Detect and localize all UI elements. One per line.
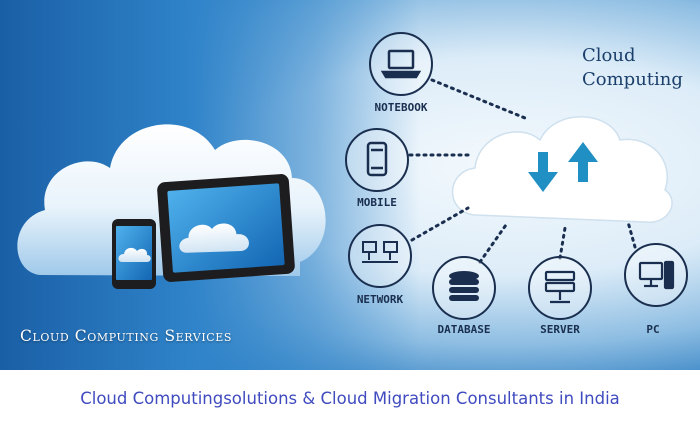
central-cloud-graphic xyxy=(451,116,673,223)
server-label: SERVER xyxy=(540,323,580,336)
tablet-graphic xyxy=(157,174,295,282)
pc-icon xyxy=(638,260,675,290)
banner-artwork xyxy=(17,32,688,320)
network-label: NETWORK xyxy=(356,293,404,306)
mobile-icon-circle xyxy=(345,128,409,192)
cloud-title-line1: Cloud xyxy=(582,45,636,66)
connector-lines xyxy=(408,78,637,264)
pc-label: PC xyxy=(646,323,660,336)
cloud-title-line2: Computing xyxy=(582,69,683,90)
notebook-icon xyxy=(380,49,422,79)
server-icon xyxy=(544,270,576,304)
database-label: DATABASE xyxy=(437,323,491,336)
notebook-label: NOTEBOOK xyxy=(374,101,428,114)
network-icon xyxy=(362,241,398,263)
caption-text: Cloud Computingsolutions & Cloud Migrati… xyxy=(80,389,620,408)
hero-banner: Cloud Computing Services Cloud Computing… xyxy=(0,0,700,370)
network-icon-circle xyxy=(348,224,412,288)
service-title: Cloud Computing Services xyxy=(20,327,233,345)
server-icon-circle xyxy=(528,256,592,320)
pc-icon-circle xyxy=(624,243,688,307)
transfer-arrows-icon xyxy=(528,142,598,192)
cloud-computing-title: Cloud Computing xyxy=(582,44,683,92)
mobile-icon xyxy=(366,141,388,177)
database-icon xyxy=(449,271,479,301)
notebook-icon-circle xyxy=(369,32,433,96)
caption-bar: Cloud Computingsolutions & Cloud Migrati… xyxy=(0,370,700,427)
phone-graphic xyxy=(112,219,156,289)
mobile-label: MOBILE xyxy=(357,196,397,209)
